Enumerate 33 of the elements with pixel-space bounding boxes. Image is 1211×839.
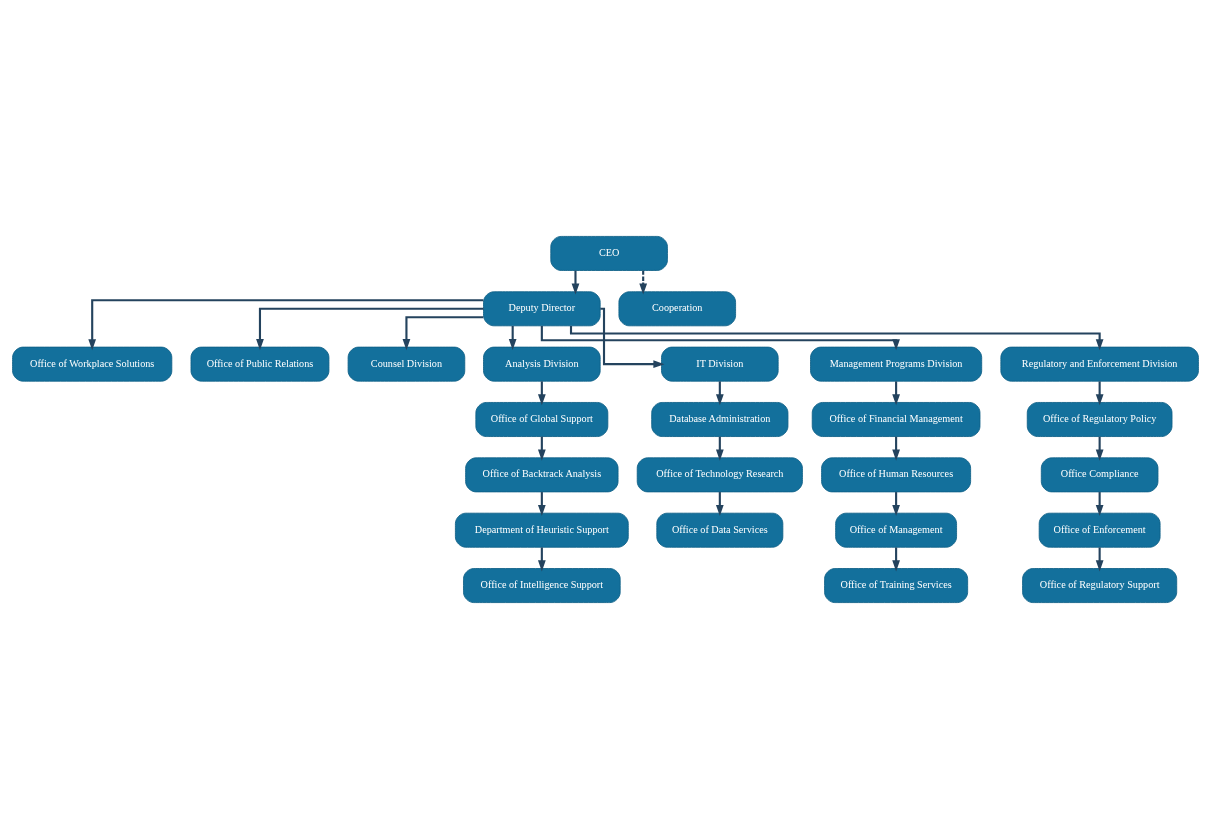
- node-box: IT Division: [661, 346, 779, 382]
- node-box: Office Compliance: [1040, 457, 1159, 493]
- node-box: Office of Financial Management: [811, 402, 981, 437]
- node-box: Regulatory and Enforcement Division: [1000, 346, 1199, 382]
- arrow: [569, 325, 1104, 351]
- node-box: Office of Global Support: [475, 402, 609, 437]
- node-box: Deputy Director: [483, 291, 601, 327]
- node-box: Office of Data Services: [656, 512, 784, 548]
- node-box: Management Programs Division: [810, 346, 983, 382]
- node-box: Office of Regulatory Support: [1022, 568, 1178, 603]
- node-box: Office of Regulatory Policy: [1026, 402, 1173, 437]
- arrow: [571, 270, 580, 295]
- node-box: Office of Training Services: [824, 568, 969, 603]
- node-box: Office of Management: [835, 512, 957, 548]
- node-box: Analysis Division: [483, 346, 601, 382]
- node-box: Counsel Division: [347, 346, 466, 382]
- node-box: Office of Backtrack Analysis: [465, 457, 619, 493]
- node-box: Database Administration: [651, 402, 789, 437]
- arrow: [639, 270, 648, 295]
- node-box: Office of Workplace Solutions: [12, 346, 173, 382]
- node-box: CEO: [550, 236, 668, 271]
- node-box: Department of Heuristic Support: [455, 512, 629, 548]
- arrow: [256, 307, 484, 351]
- node-box: Office of Intelligence Support: [463, 568, 621, 603]
- arrow: [402, 316, 484, 351]
- arrow: [88, 299, 484, 351]
- node-box: Office of Technology Research: [636, 457, 803, 493]
- arrow: [540, 326, 900, 351]
- node-box: Cooperation: [618, 291, 736, 327]
- arrow: [600, 307, 665, 369]
- node-box: Office of Enforcement: [1038, 512, 1161, 548]
- node-box: Office of Public Relations: [190, 346, 330, 382]
- node-box: Office of Human Resources: [821, 457, 972, 493]
